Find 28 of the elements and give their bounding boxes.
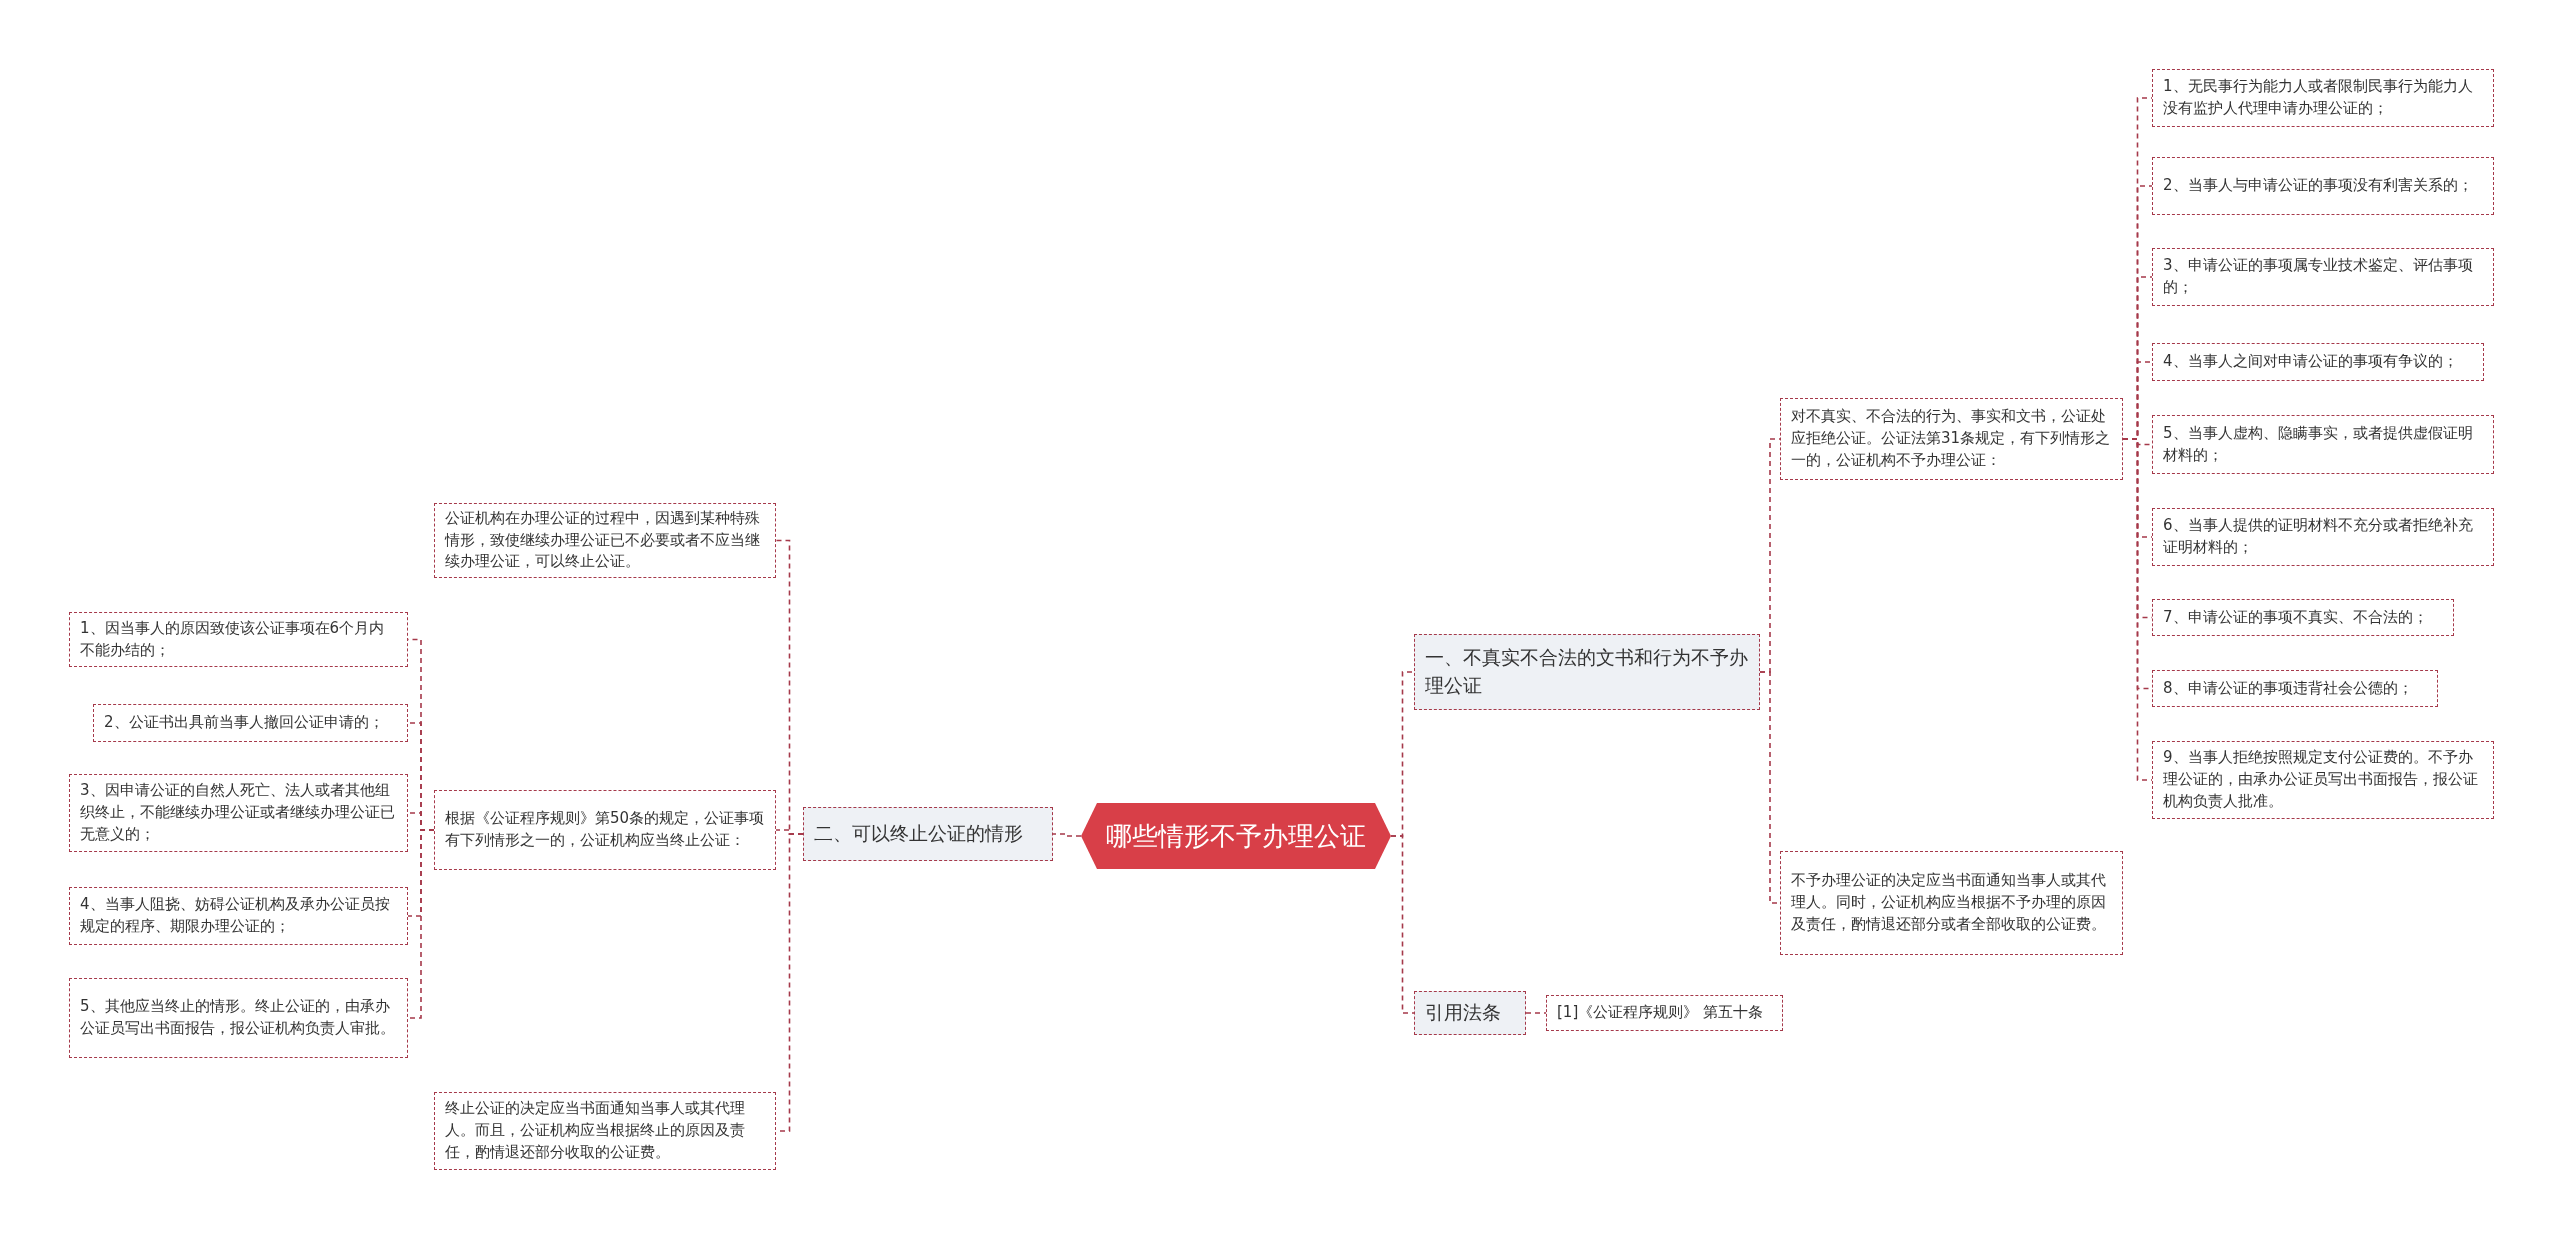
branch-topic: 二、可以终止公证的情形: [803, 807, 1053, 861]
topic-box: 9、当事人拒绝按照规定支付公证费的。不予办理公证的，由承办公证员写出书面报告，报公证机构负责人批准。: [2152, 741, 2494, 819]
root-topic: 哪些情形不予办理公证: [1081, 803, 1391, 869]
connector-line: [1052, 833, 1082, 837]
topic-box: 1、因当事人的原因致使该公证事项在6个月内不能办结的；: [69, 612, 408, 667]
connector-line: [1525, 1012, 1547, 1014]
connector-line: [407, 829, 435, 1019]
topic-box: 终止公证的决定应当书面通知当事人或其代理人。而且，公证机构应当根据终止的原因及责任，酌情退还部分收取的公证费。: [434, 1092, 776, 1170]
topic-box: 4、当事人阻挠、妨碍公证机构及承办公证员按规定的程序、期限办理公证的；: [69, 887, 408, 945]
topic-box: 1、无民事行为能力人或者限制民事行为能力人没有监护人代理申请办理公证的；: [2152, 69, 2494, 127]
topic-box: 6、当事人提供的证明材料不充分或者拒绝补充证明材料的；: [2152, 508, 2494, 566]
topic-box: 公证机构在办理公证的过程中，因遇到某种特殊情形，致使继续办理公证已不必要或者不应当继续办理公证，可以终止公证。: [434, 503, 776, 578]
topic-box: 5、当事人虚构、隐瞒事实，或者提供虚假证明材料的；: [2152, 415, 2494, 474]
topic-box: 2、当事人与申请公证的事项没有利害关系的；: [2152, 157, 2494, 215]
branch-topic: 一、不真实不合法的文书和行为不予办理公证: [1414, 634, 1760, 710]
topic-box: 对不真实、不合法的行为、事实和文书，公证处应拒绝公证。公证法第31条规定，有下列情形之一的，公证机构不予办理公证：: [1780, 398, 2123, 480]
topic-box: 3、申请公证的事项属专业技术鉴定、评估事项的；: [2152, 248, 2494, 306]
connector-line: [1390, 835, 1415, 1014]
topic-box: [1]《公证程序规则》 第五十条: [1546, 995, 1783, 1031]
topic-box: 2、公证书出具前当事人撤回公证申请的；: [93, 704, 408, 742]
branch-topic: 引用法条: [1414, 991, 1526, 1035]
topic-box: 3、因申请公证的自然人死亡、法人或者其他组织终止，不能继续办理公证或者继续办理公证已无意义的；: [69, 774, 408, 852]
topic-box: 8、申请公证的事项违背社会公德的；: [2152, 670, 2438, 707]
topic-box: 7、申请公证的事项不真实、不合法的；: [2152, 599, 2454, 636]
topic-box: 不予办理公证的决定应当书面通知当事人或其代理人。同时，公证机构应当根据不予办理的原因及责任，酌情退还部分或者全部收取的公证费。: [1780, 851, 2123, 955]
topic-box: 4、当事人之间对申请公证的事项有争议的；: [2152, 343, 2484, 381]
topic-box: 5、其他应当终止的情形。终止公证的，由承办公证员写出书面报告，报公证机构负责人审批。: [69, 978, 408, 1058]
topic-box: 根据《公证程序规则》第50条的规定，公证事项有下列情形之一的，公证机构应当终止公证：: [434, 790, 776, 870]
